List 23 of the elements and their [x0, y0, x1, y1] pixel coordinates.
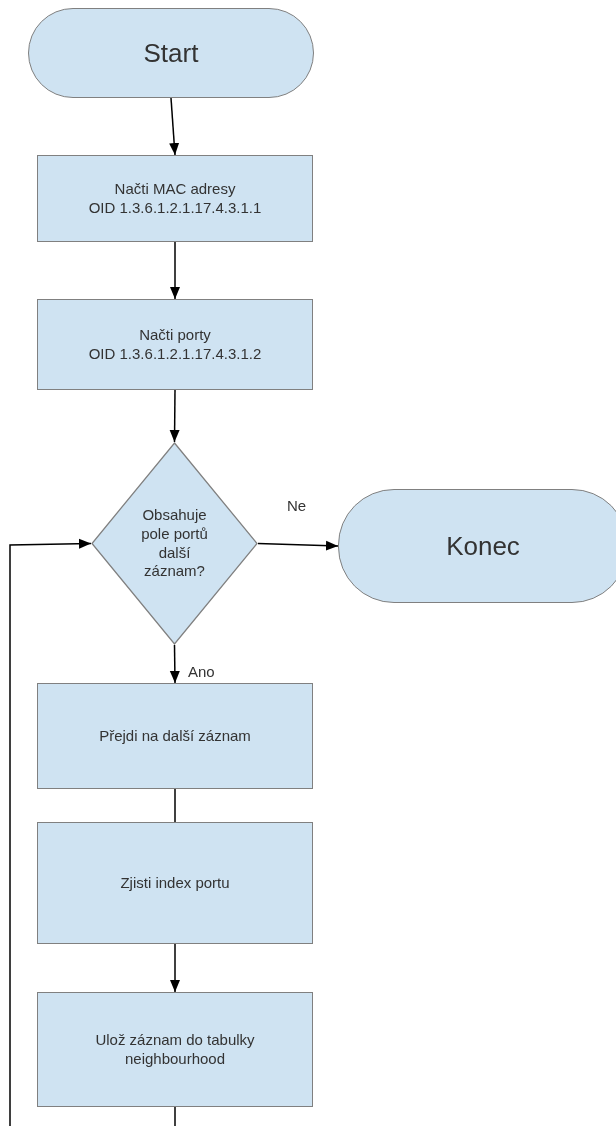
node-text: Načti MAC adresy: [114, 179, 236, 199]
arrow: [9, 538, 92, 1126]
arrow: [169, 389, 180, 443]
arrow: [170, 241, 180, 300]
node-text: Přejdi na další záznam: [99, 726, 251, 746]
arrow: [169, 644, 180, 684]
node-text: Načti porty: [139, 325, 211, 345]
arrow: [170, 943, 180, 993]
terminal-shape: [338, 489, 616, 603]
node-text: Start: [143, 36, 199, 70]
node-text: Konec: [446, 529, 520, 563]
node-text: Ulož záznam do tabulky neighbourhood: [94, 1030, 256, 1069]
node-text: OID 1.3.6.1.2.1.17.4.3.1.2: [88, 344, 262, 364]
process-box: [37, 822, 313, 944]
node-text: Zjisti index portu: [120, 873, 230, 893]
process-box: [37, 299, 313, 390]
node-text: OID 1.3.6.1.2.1.17.4.3.1.1: [88, 198, 262, 218]
process-box: [37, 155, 313, 242]
process-box: [37, 992, 313, 1107]
arrow: [169, 97, 180, 156]
process-box: [37, 683, 313, 789]
arrow: [257, 540, 339, 551]
node-text: Obsahuje pole portů další záznam?: [140, 506, 209, 581]
